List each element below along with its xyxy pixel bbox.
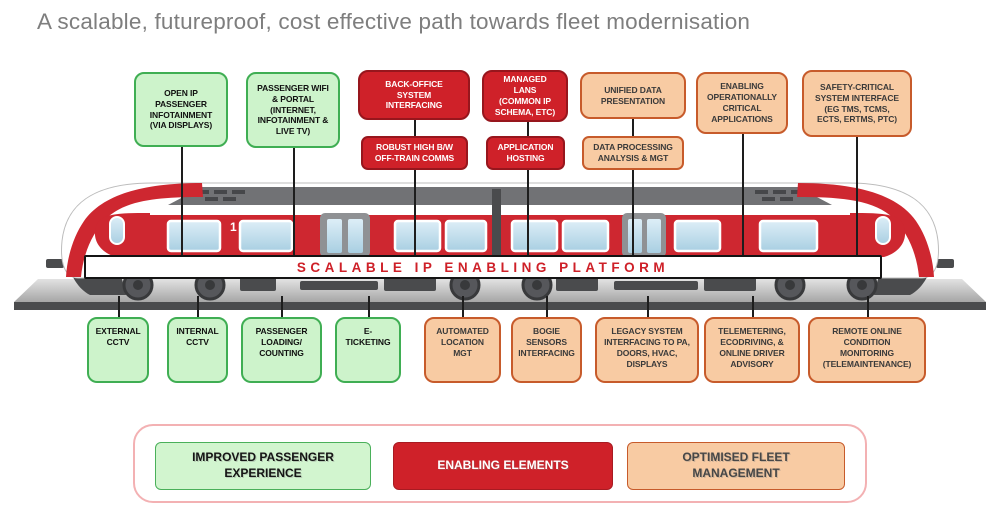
legend-improved-passenger-experience: IMPROVED PASSENGER EXPERIENCE <box>155 442 371 490</box>
callout-safety-critical-interface: SAFETY-CRITICAL SYSTEM INTERFACE (EG TMS… <box>802 70 912 137</box>
callout-legacy-system: LEGACY SYSTEM INTERFACING TO PA, DOORS, … <box>595 317 699 383</box>
connector-line <box>181 100 183 257</box>
callout-e-ticketing: E-TICKETING <box>335 317 401 383</box>
callout-application-hosting: APPLICATION HOSTING <box>486 136 565 170</box>
connector-line <box>527 100 529 257</box>
callout-operationally-critical-apps: ENABLING OPERATIONALLY CRITICAL APPLICAT… <box>696 72 788 134</box>
callout-external-cctv: EXTERNAL CCTV <box>87 317 149 383</box>
callout-bogie-sensors: BOGIE SENSORS INTERFACING <box>511 317 582 383</box>
connector-line <box>546 296 548 322</box>
callout-passenger-loading: PASSENGER LOADING/ COUNTING <box>241 317 322 383</box>
connector-line <box>462 296 464 322</box>
connector-line <box>856 100 858 257</box>
callout-unified-data-presentation: UNIFIED DATA PRESENTATION <box>580 72 686 119</box>
driver-window-left <box>109 216 125 245</box>
connector-line <box>368 296 370 322</box>
scalable-ip-platform-banner: SCALABLE IP ENABLING PLATFORM <box>84 255 882 279</box>
connector-line <box>281 296 283 322</box>
callout-automated-location: AUTOMATED LOCATION MGT <box>424 317 501 383</box>
connector-line <box>293 100 295 257</box>
connector-line <box>414 100 416 257</box>
callout-data-processing-mgt: DATA PROCESSING ANALYSIS & MGT <box>582 136 684 170</box>
connector-line <box>867 296 869 322</box>
callout-internal-cctv: INTERNAL CCTV <box>167 317 228 383</box>
driver-window-right <box>875 216 891 245</box>
train-illustration: 1 <box>14 182 986 310</box>
legend-enabling-elements: ENABLING ELEMENTS <box>393 442 613 490</box>
connector-line <box>197 296 199 322</box>
callout-telemetering: TELEMETERING, ECODRIVING, & ONLINE DRIVE… <box>704 317 800 383</box>
connector-line <box>118 296 120 322</box>
callout-passenger-wifi-portal: PASSENGER WIFI & PORTAL (INTERNET, INFOT… <box>246 72 340 148</box>
callout-back-office-interfacing: BACK-OFFICE SYSTEM INTERFACING <box>358 70 470 120</box>
connector-line <box>742 100 744 257</box>
track-platform <box>14 279 986 310</box>
callout-managed-lans: MANAGED LANS (COMMON IP SCHEMA, ETC) <box>482 70 568 122</box>
legend: IMPROVED PASSENGER EXPERIENCE ENABLING E… <box>133 424 867 503</box>
page-title: A scalable, futureproof, cost effective … <box>37 9 751 34</box>
callout-open-ip-infotainment: OPEN IP PASSENGER INFOTAINMENT (VIA DISP… <box>134 72 228 147</box>
train-body <box>61 182 939 279</box>
car-number-label: 1 <box>230 220 237 234</box>
callout-remote-monitoring: REMOTE ONLINE CONDITION MONITORING (TELE… <box>808 317 926 383</box>
callout-robust-offtrain-comms: ROBUST HIGH B/W OFF-TRAIN COMMS <box>361 136 468 170</box>
connector-line <box>632 100 634 257</box>
connector-line <box>647 296 649 322</box>
connector-line <box>752 296 754 322</box>
legend-optimised-fleet-management: OPTIMISED FLEET MANAGEMENT <box>627 442 845 490</box>
